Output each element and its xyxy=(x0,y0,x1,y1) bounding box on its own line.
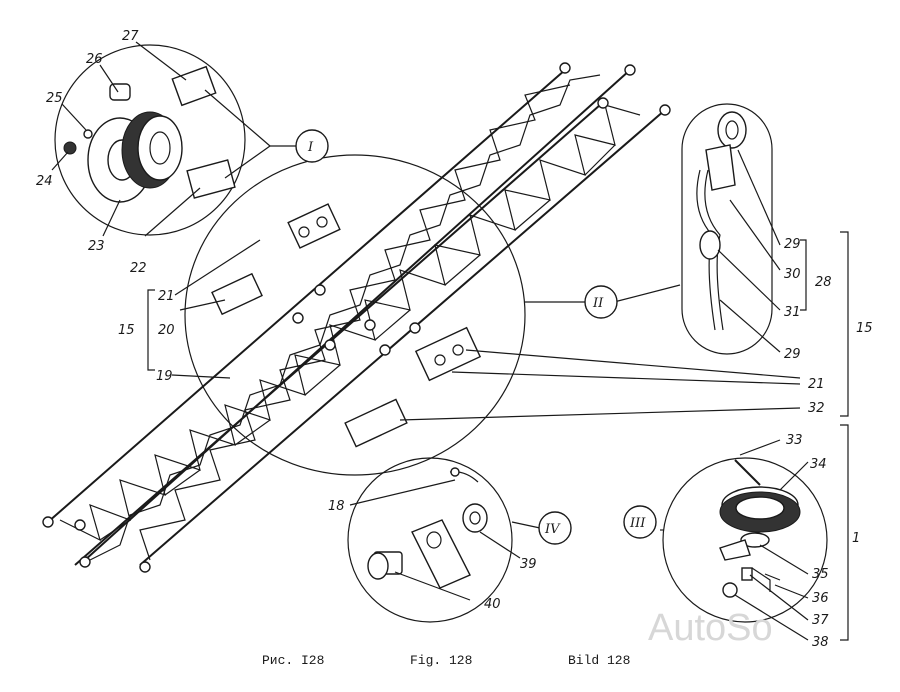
caption-en: Fig. 128 xyxy=(410,653,472,668)
callout-21-right: 21 xyxy=(808,377,825,392)
detail-I-circle xyxy=(54,44,246,236)
callout-21-left: 21 xyxy=(158,289,175,304)
callout-18: 18 xyxy=(328,499,345,514)
callout-29-bottom: 29 xyxy=(784,347,801,362)
detail-IV-circle xyxy=(347,457,513,623)
callout-29-top: 29 xyxy=(784,237,801,252)
detail-label-I: I xyxy=(307,140,314,155)
callout-34: 34 xyxy=(810,457,827,472)
callout-30: 30 xyxy=(784,267,801,282)
callout-19: 19 xyxy=(156,369,173,384)
motor-assembly xyxy=(660,439,809,641)
watermark: AutoSo xyxy=(648,607,773,649)
callout-38: 38 xyxy=(812,635,829,650)
callout-24: 24 xyxy=(36,174,53,189)
detail-label-III: III xyxy=(629,516,646,531)
callout-25: 25 xyxy=(46,91,63,106)
callout-37: 37 xyxy=(812,613,829,628)
detail-II-ellipse xyxy=(184,154,526,476)
callout-35: 35 xyxy=(812,567,829,582)
detail-II-label-circle xyxy=(584,285,618,319)
detail-II-enlarged-frame xyxy=(681,103,773,355)
detail-label-IV: IV xyxy=(544,522,561,537)
callout-27: 27 xyxy=(122,29,139,44)
callout-28: 28 xyxy=(815,275,832,290)
hinge-pin-parts xyxy=(349,467,541,601)
callout-33: 33 xyxy=(786,433,803,448)
callout-36: 36 xyxy=(812,591,829,606)
detail-III-circle xyxy=(662,457,828,623)
caption-de: Bild 128 xyxy=(568,653,630,668)
callout-26: 26 xyxy=(86,52,103,67)
detail-IV-label-circle xyxy=(538,511,572,545)
detail-I-label-circle xyxy=(295,129,329,163)
callout-22: 22 xyxy=(130,261,147,276)
callout-20: 20 xyxy=(158,323,175,338)
rope-hook xyxy=(696,111,807,353)
callout-15-left: 15 xyxy=(118,323,135,338)
callout-40: 40 xyxy=(484,597,501,612)
detail-III-label-circle xyxy=(623,505,657,539)
clamp-plates xyxy=(211,203,681,448)
callout-23: 23 xyxy=(88,239,105,254)
pulley-assembly xyxy=(63,65,271,203)
callout-32: 32 xyxy=(808,401,825,416)
detail-II-leaders xyxy=(147,231,849,641)
detail-I-leaders xyxy=(51,41,296,237)
caption-ru: Рис. I28 xyxy=(262,653,324,668)
callout-31: 31 xyxy=(784,305,801,320)
truss-boom xyxy=(42,62,671,573)
callout-39: 39 xyxy=(520,557,537,572)
callout-15-right: 15 xyxy=(856,321,873,336)
callout-1: 1 xyxy=(852,531,860,546)
detail-label-II: II xyxy=(592,296,604,311)
